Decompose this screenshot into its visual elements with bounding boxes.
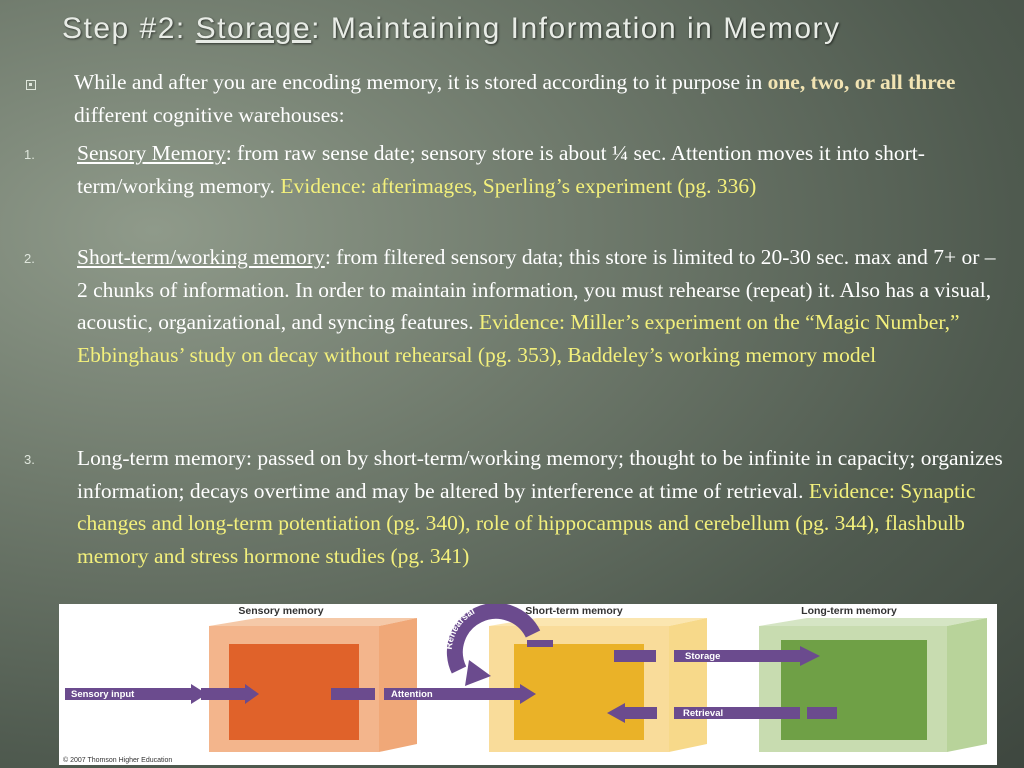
item-number: 1. (24, 147, 35, 162)
arrow-into-sensory (201, 684, 259, 704)
copyright-text: © 2007 Thomson Higher Education (63, 756, 172, 764)
memory-model-diagram: Sensory memory Short-term memory Long-te… (59, 604, 997, 765)
label-sensory-memory: Sensory memory (238, 605, 323, 617)
attention-arrow (331, 684, 536, 704)
item-body: : from raw sense date; sensory store is … (77, 141, 925, 198)
memory-diagram-svg: Sensory memory Short-term memory Long-te… (63, 604, 987, 764)
list-item-short-term: Short-term/working memory: from filtered… (77, 241, 1007, 371)
intro-text-end: different cognitive warehouses: (74, 102, 345, 127)
label-short-term-memory: Short-term memory (525, 605, 623, 617)
short-term-memory-box (489, 618, 707, 752)
title-prefix: Step #2: (62, 12, 196, 45)
sensory-memory-box (209, 618, 417, 752)
item-heading: Short-term/working memory (77, 245, 325, 269)
label-long-term-memory: Long-term memory (801, 605, 897, 617)
item-number: 2. (24, 251, 35, 266)
sensory-input-arrow (65, 684, 207, 704)
item-evidence: Evidence: afterimages, Sperling’s experi… (280, 173, 757, 198)
slide-title: Step #2: Storage: Maintaining Informatio… (62, 12, 1012, 46)
list-item-sensory: Sensory Memory: from raw sense date; sen… (77, 137, 1007, 202)
arrow-label-storage: Storage (685, 651, 720, 662)
item-evidence: Evidence: Synaptic changes and long-term… (77, 478, 976, 568)
rehearsal-loop-arrow (446, 604, 553, 686)
square-bullet-icon (26, 80, 36, 90)
list-item-long-term: Long-term memory: passed on by short-ter… (77, 442, 1007, 572)
retrieval-arrow (607, 703, 837, 723)
long-term-memory-box (759, 618, 987, 752)
arrow-label-attention: Attention (391, 689, 433, 700)
intro-text: While and after you are encoding memory,… (74, 70, 768, 94)
arrow-label-sensory-input: Sensory input (71, 689, 135, 700)
item-heading: Sensory Memory (77, 141, 226, 165)
title-underlined-word: Storage (195, 12, 312, 45)
intro-paragraph: While and after you are encoding memory,… (74, 66, 1009, 131)
item-body: Long-term memory: passed on by short-ter… (77, 446, 1003, 503)
item-body: : from filtered sensory data; this store… (77, 245, 996, 334)
intro-bold: one, two, or all three (767, 70, 956, 94)
arrow-label-retrieval: Retrieval (683, 708, 723, 719)
item-evidence: Evidence: Miller’s experiment on the “Ma… (77, 310, 960, 367)
storage-arrow (614, 646, 820, 666)
title-suffix: : Maintaining Information in Memory (311, 12, 841, 45)
item-number: 3. (24, 452, 35, 467)
